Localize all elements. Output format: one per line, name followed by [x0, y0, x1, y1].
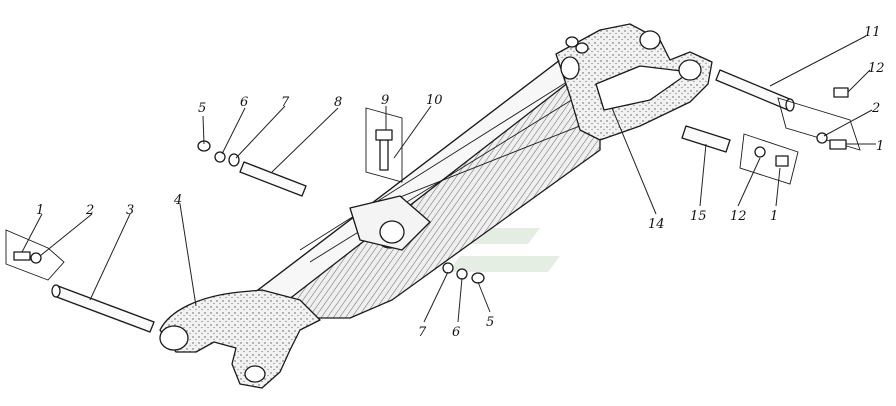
pin-8-assembly: [197, 140, 307, 197]
callout-12-mid: 12: [730, 209, 747, 224]
callout-10: 10: [426, 93, 443, 108]
long-pin: [51, 284, 155, 333]
front-head-casting: [555, 23, 713, 141]
callout-2-left: 2: [85, 203, 94, 218]
callout-7-bottom: 7: [418, 325, 427, 340]
callout-3: 3: [126, 203, 134, 218]
callout-1-left: 1: [36, 203, 44, 218]
callout-5-bottom: 5: [486, 315, 494, 330]
callout-11: 11: [864, 25, 881, 40]
rear-fork-casting: [159, 289, 321, 389]
callout-9: 9: [381, 93, 389, 108]
callout-5-top: 5: [198, 101, 206, 116]
callout-4: 4: [173, 193, 182, 208]
callout-1-right: 1: [876, 139, 884, 154]
callout-6-top: 6: [240, 95, 248, 110]
callout-2-right: 2: [871, 101, 880, 116]
callout-6-bottom: 6: [452, 325, 460, 340]
center-bushing: [349, 195, 431, 251]
callout-7-top: 7: [281, 95, 290, 110]
callout-15: 15: [690, 209, 707, 224]
pin-11-assembly: [715, 69, 861, 151]
callout-1-mid: 1: [770, 209, 778, 224]
callout-labels: 1 2 3 4 5 6 7 8 9 10 7 6 5 14 15 12 1 11…: [36, 25, 885, 340]
bolt-washer-left: [5, 229, 65, 281]
callout-8: 8: [334, 95, 342, 110]
callout-12-right: 12: [868, 61, 885, 76]
pin-15-assembly: [681, 125, 799, 185]
callout-14: 14: [648, 217, 665, 232]
leader-lines: [21, 35, 876, 323]
bolt-9-nut-10: [365, 107, 403, 183]
